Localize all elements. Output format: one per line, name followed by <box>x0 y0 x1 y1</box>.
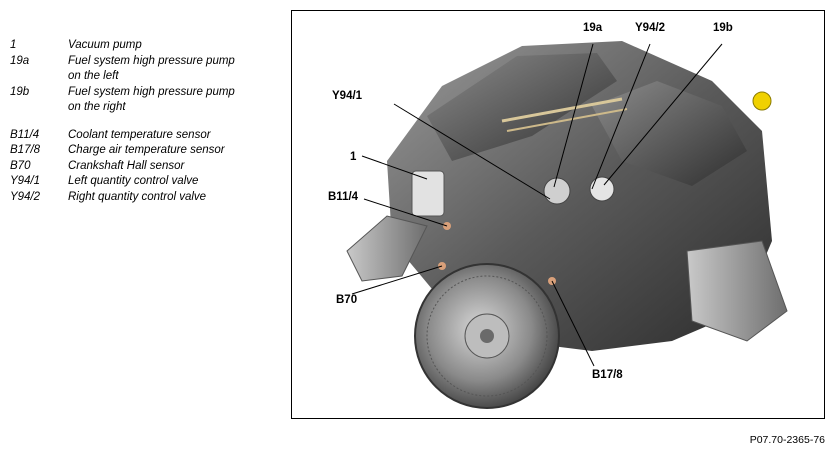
legend-desc: Vacuum pump <box>68 39 142 51</box>
legend-item: Y94/1 Left quantity control valve <box>10 174 280 190</box>
callout-19a: 19a <box>583 22 603 34</box>
legend-item: Y94/2 Right quantity control valve <box>10 190 280 206</box>
callout-b17-8: B17/8 <box>592 369 623 381</box>
figure-reference: P07.70-2365-76 <box>749 434 825 446</box>
legend-item: B11/4 Coolant temperature sensor <box>10 128 280 144</box>
callout-19b: 19b <box>713 22 733 34</box>
engine-illustration <box>346 41 788 409</box>
legend-code: B70 <box>10 159 31 172</box>
callout-b70: B70 <box>336 294 358 306</box>
callout-1: 1 <box>350 151 357 163</box>
legend-desc: Coolant temperature sensor <box>68 128 211 141</box>
legend-item: 1 Vacuum pump <box>10 38 280 54</box>
legend-desc: Fuel system high pressure pump on the le… <box>68 54 235 83</box>
engine-figure: 19a Y94/2 19b Y94/1 1 B11/4 B70 B17/8 <box>291 10 825 419</box>
high-pressure-pump-left <box>543 177 571 205</box>
callout-y94-2: Y94/2 <box>635 22 666 34</box>
oil-filler-cap <box>752 91 772 111</box>
legend-code: 19b <box>10 85 30 98</box>
legend-desc: Right quantity control valve <box>68 190 207 203</box>
legend-desc: Charge air temperature sensor <box>68 144 225 156</box>
legend-desc: Fuel system high pressure pump on the ri… <box>68 85 235 114</box>
exhaust-left <box>346 215 428 282</box>
legend-item: 19b Fuel system high pressure pump on th… <box>10 85 280 116</box>
left-cylinder-cover <box>427 53 617 161</box>
callout-b11-4: B11/4 <box>328 191 359 203</box>
callout-y94-1: Y94/1 <box>332 90 363 102</box>
legend-item: 19a Fuel system high pressure pump on th… <box>10 54 280 85</box>
legend-desc: Crankshaft Hall sensor <box>68 159 185 172</box>
exhaust-right <box>686 240 788 342</box>
legend-code: Y94/2 <box>10 190 41 203</box>
legend-item: B70 Crankshaft Hall sensor <box>10 159 280 175</box>
leader-lines <box>351 43 723 367</box>
legend-code: 1 <box>10 39 17 51</box>
legend-code: B17/8 <box>10 144 41 156</box>
legend-item: B17/8 Charge air temperature sensor <box>10 143 280 159</box>
legend-code: 19a <box>10 54 30 67</box>
right-cylinder-cover <box>592 81 747 186</box>
legend-code: Y94/1 <box>10 175 41 187</box>
legend: 1 Vacuum pump 19a Fuel system high press… <box>10 38 280 205</box>
high-pressure-pump-right <box>589 176 615 202</box>
vacuum-pump <box>411 170 445 217</box>
legend-code: B11/4 <box>10 128 40 141</box>
legend-desc: Left quantity control valve <box>68 175 199 187</box>
